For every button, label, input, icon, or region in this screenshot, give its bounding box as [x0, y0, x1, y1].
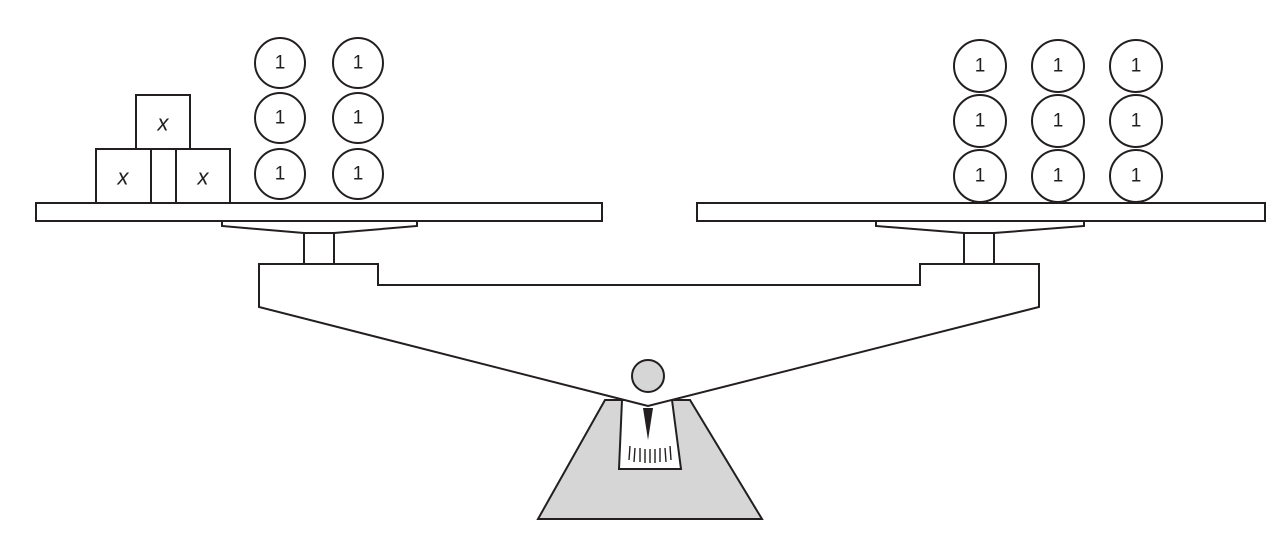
unit-weight-label: 1: [975, 111, 986, 132]
left-unit-weights: 1 1 1 1 1 1: [254, 37, 384, 200]
unit-weight: 1: [1109, 149, 1163, 203]
unit-weight-label: 1: [975, 166, 986, 187]
unit-weight: 1: [1031, 149, 1085, 203]
unit-weight-label: 1: [1053, 166, 1064, 187]
x-box: x: [175, 148, 231, 204]
unit-weight-label: 1: [275, 53, 286, 74]
scale-base: [536, 399, 764, 520]
unit-weight-label: 1: [353, 108, 364, 129]
unit-weight: 1: [332, 92, 384, 144]
unit-weight: 1: [1109, 39, 1163, 93]
unit-weight-label: 1: [1131, 56, 1142, 77]
unit-weight-label: 1: [1131, 111, 1142, 132]
pivot-knob: [631, 359, 665, 393]
unit-weight-label: 1: [1053, 56, 1064, 77]
unit-weight: 1: [332, 148, 384, 200]
x-box-label: x: [157, 111, 170, 136]
unit-weight-label: 1: [353, 53, 364, 74]
pointer-needle: [643, 408, 653, 440]
unit-weight: 1: [254, 148, 306, 200]
unit-weight: 1: [1031, 94, 1085, 148]
x-box-label: x: [117, 165, 130, 190]
unit-weight: 1: [254, 37, 306, 89]
unit-weight-label: 1: [275, 108, 286, 129]
unit-weight: 1: [1109, 94, 1163, 148]
unit-weight: 1: [953, 94, 1007, 148]
unit-weight: 1: [953, 39, 1007, 93]
left-pan-support: [221, 220, 418, 265]
x-box-label: x: [197, 165, 210, 190]
unit-weight-label: 1: [975, 56, 986, 77]
left-pan: [35, 202, 603, 222]
unit-weight-label: 1: [1131, 166, 1142, 187]
right-pan-support: [875, 220, 1085, 265]
unit-weight: 1: [953, 149, 1007, 203]
right-unit-weights: 1 1 1 1 1 1 1 1: [953, 39, 1163, 203]
unit-weight-label: 1: [275, 164, 286, 185]
unit-weight: 1: [254, 92, 306, 144]
unit-weight-label: 1: [1053, 111, 1064, 132]
scale-beam: [258, 263, 1040, 408]
x-box: x: [135, 94, 191, 150]
left-x-boxes: x x x: [95, 94, 231, 204]
dial-ticks: [628, 445, 672, 463]
x-box: x: [95, 148, 152, 204]
unit-weight: 1: [332, 37, 384, 89]
unit-weight-label: 1: [353, 164, 364, 185]
right-pan: [696, 202, 1266, 222]
unit-weight: 1: [1031, 39, 1085, 93]
